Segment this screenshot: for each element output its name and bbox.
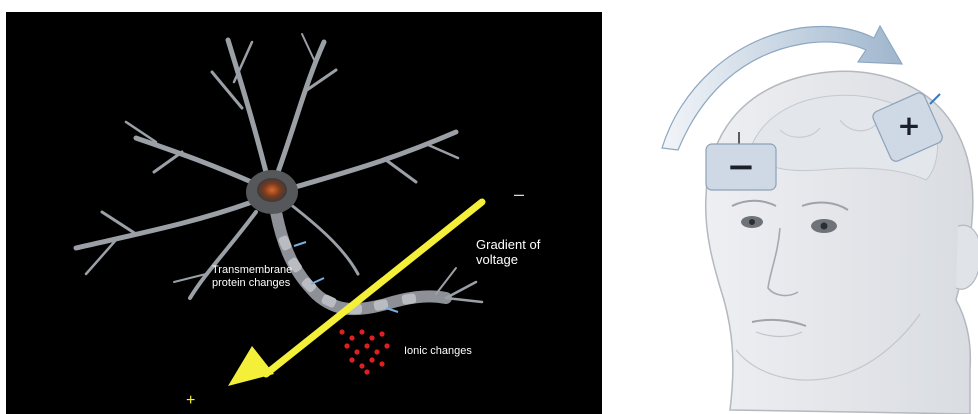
gradient-label: Gradient of voltage — [476, 238, 540, 268]
head-panel: − + — [640, 0, 978, 414]
anode-sign: + — [888, 108, 930, 144]
head-illustration — [640, 0, 978, 414]
neuron-illustration — [6, 12, 602, 414]
transmembrane-line-2: protein changes — [212, 277, 292, 290]
transmembrane-line-1: Transmembrane — [212, 264, 292, 277]
cathode-sign: − — [710, 148, 772, 186]
ion-dots — [339, 329, 389, 374]
gradient-line-2: voltage — [476, 253, 540, 268]
neuron-panel: Transmembrane protein changes Gradient o… — [6, 12, 602, 414]
plus-sign: + — [186, 392, 195, 410]
gradient-line-1: Gradient of — [476, 238, 540, 253]
ionic-label: Ionic changes — [404, 345, 472, 358]
transmembrane-label: Transmembrane protein changes — [212, 264, 292, 289]
minus-sign: – — [514, 184, 524, 205]
